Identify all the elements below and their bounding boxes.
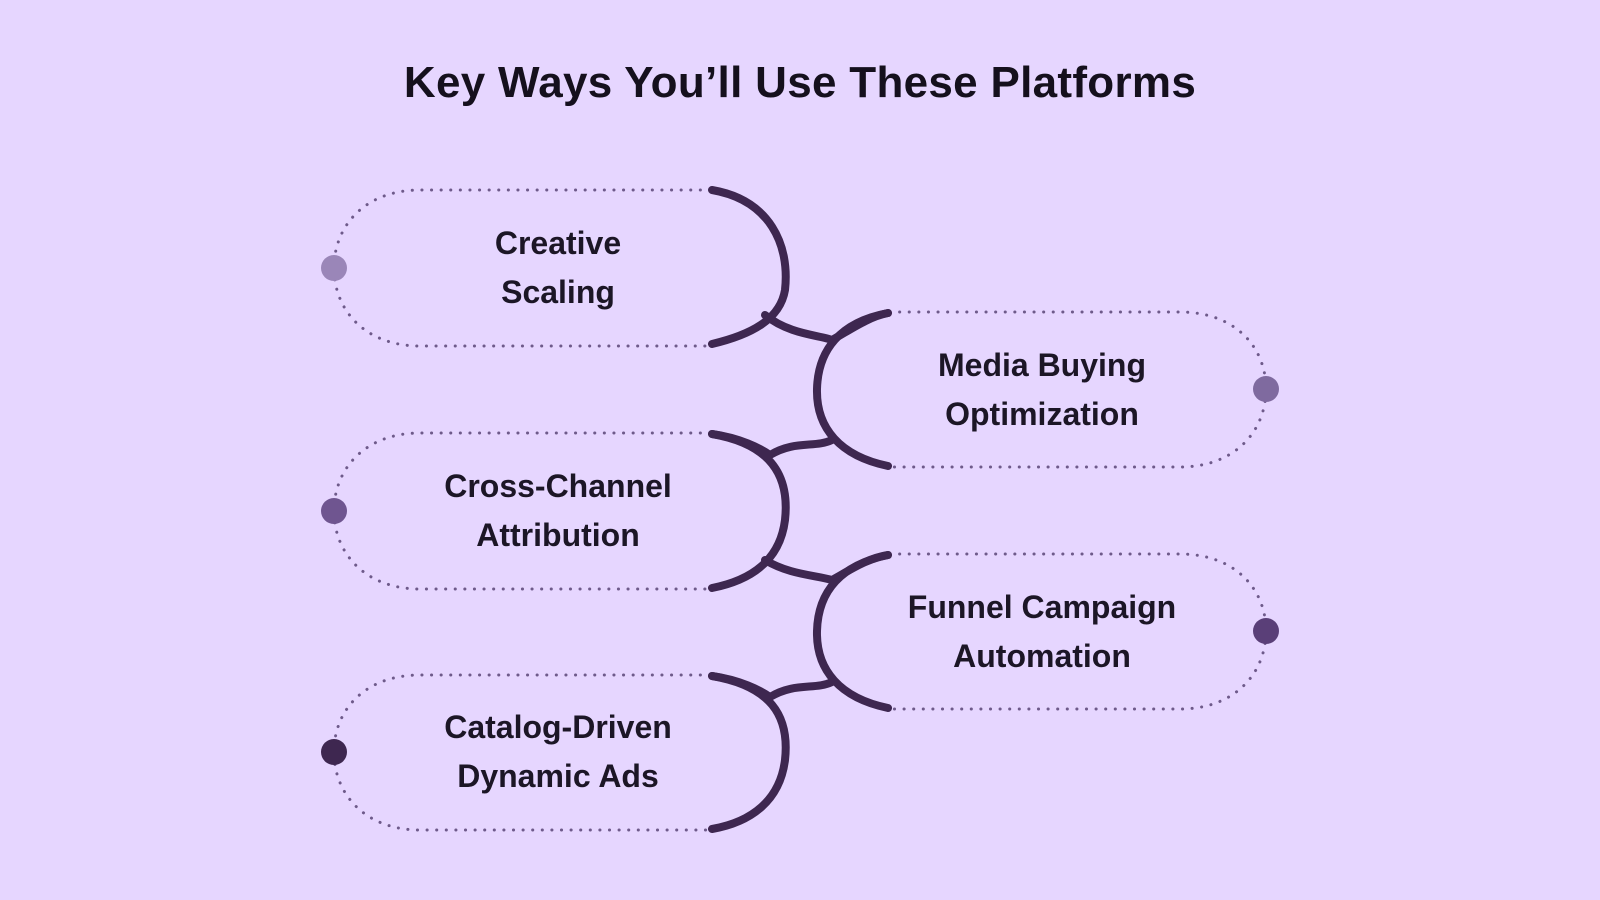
spine-arc-1 (708, 186, 790, 348)
item-label-line: Funnel Campaign (907, 589, 1177, 625)
item-label-funnel-campaign-automation: Funnel Campaign Automation (877, 583, 1207, 681)
node-dot-funnel-campaign-automation (1253, 618, 1279, 644)
item-label-line: Optimization (945, 396, 1139, 432)
node-dot-creative-scaling (321, 255, 347, 281)
item-label-line: Scaling (501, 274, 615, 310)
item-label-line: Dynamic Ads (457, 758, 659, 794)
item-label-media-buying-optimization: Media Buying Optimization (877, 341, 1207, 439)
item-label-line: Media Buying (937, 347, 1146, 383)
item-label-line: Attribution (476, 517, 640, 553)
item-label-catalog-driven-dynamic-ads: Catalog-Driven Dynamic Ads (393, 703, 723, 801)
spine-arc-4 (812, 551, 892, 712)
item-label-creative-scaling: Creative Scaling (393, 219, 723, 317)
item-label-line: Cross-Channel (444, 468, 672, 504)
node-dot-media-buying-optimization (1253, 376, 1279, 402)
node-dot-catalog-driven-dynamic-ads (321, 739, 347, 765)
item-label-line: Catalog-Driven (444, 709, 672, 745)
spine-arc-2 (812, 309, 892, 470)
page-title: Key Ways You’ll Use These Platforms (403, 58, 1197, 107)
item-label-line: Automation (953, 638, 1131, 674)
item-label-line: Creative (494, 225, 622, 261)
spine-arc-5 (708, 672, 790, 833)
spine (708, 186, 892, 833)
spine-arc-3 (708, 430, 790, 592)
node-dot-cross-channel-attribution (321, 498, 347, 524)
item-label-cross-channel-attribution: Cross-Channel Attribution (393, 462, 723, 560)
